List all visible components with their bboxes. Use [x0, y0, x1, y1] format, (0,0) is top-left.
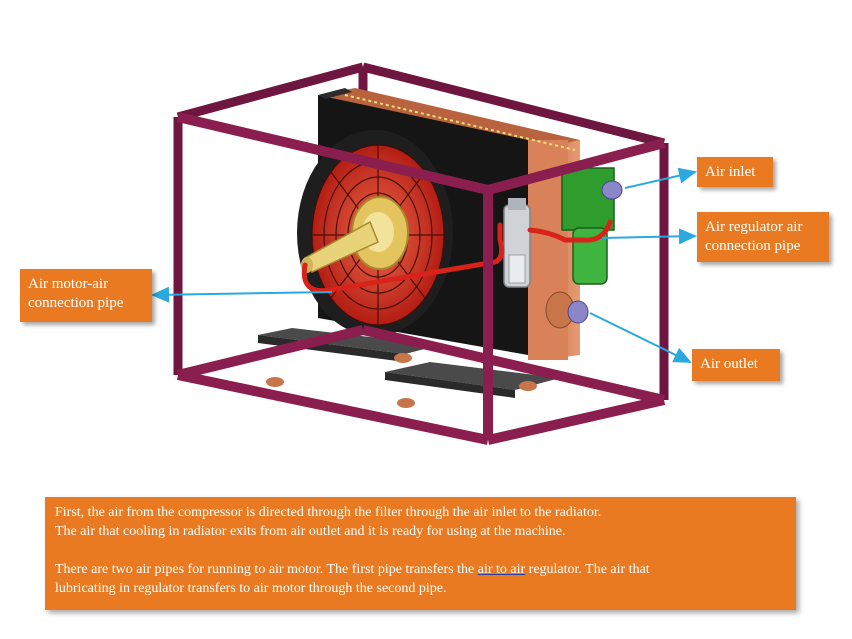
air-motor-hub	[301, 196, 409, 273]
lubricator-unit	[503, 198, 531, 288]
base-rails	[258, 328, 560, 408]
description-line-3: There are two air pipes for running to a…	[55, 560, 786, 579]
arrows	[151, 167, 697, 363]
air-motor-label-line2: connection pipe	[28, 295, 124, 311]
air-regulator-label-line2: connection pipe	[705, 238, 801, 254]
air-outlet-label: Air outlet	[700, 356, 758, 372]
description-line-1: First, the air from the compressor is di…	[55, 505, 602, 520]
description-line-3-end: regulator. The air that	[525, 562, 650, 577]
air-regulator-callout: Air regulator air connection pipe	[697, 212, 829, 262]
air-motor-callout: Air motor-air connection pipe	[20, 269, 152, 322]
air-regulator-label-line1: Air regulator air	[705, 219, 803, 235]
air-outlet-callout: Air outlet	[692, 349, 780, 381]
description-line-3-start: There are two air pipes for running to a…	[55, 562, 478, 577]
air-pipes	[301, 219, 613, 294]
arrow-air-inlet	[624, 167, 697, 189]
air-motor-label-line1: Air motor-air	[28, 276, 109, 292]
air-inlet-callout: Air inlet	[697, 157, 773, 187]
description-line-4: lubricating in regulator transfers to ai…	[55, 581, 447, 596]
frame-back	[173, 62, 669, 400]
outlet-fitting	[545, 291, 589, 329]
frame-front	[176, 112, 666, 445]
description-spacer	[55, 541, 786, 560]
description-box: First, the air from the compressor is di…	[45, 497, 796, 610]
air-inlet-label: Air inlet	[705, 164, 756, 180]
arrow-air-motor	[151, 286, 333, 303]
description-underlined-phrase: air to air	[477, 562, 526, 577]
cooler-assembly-diagram	[151, 62, 697, 445]
arrow-air-regulator	[601, 228, 697, 245]
description-line-2: The air that cooling in radiator exits f…	[55, 524, 566, 539]
arrow-air-outlet	[589, 312, 692, 363]
